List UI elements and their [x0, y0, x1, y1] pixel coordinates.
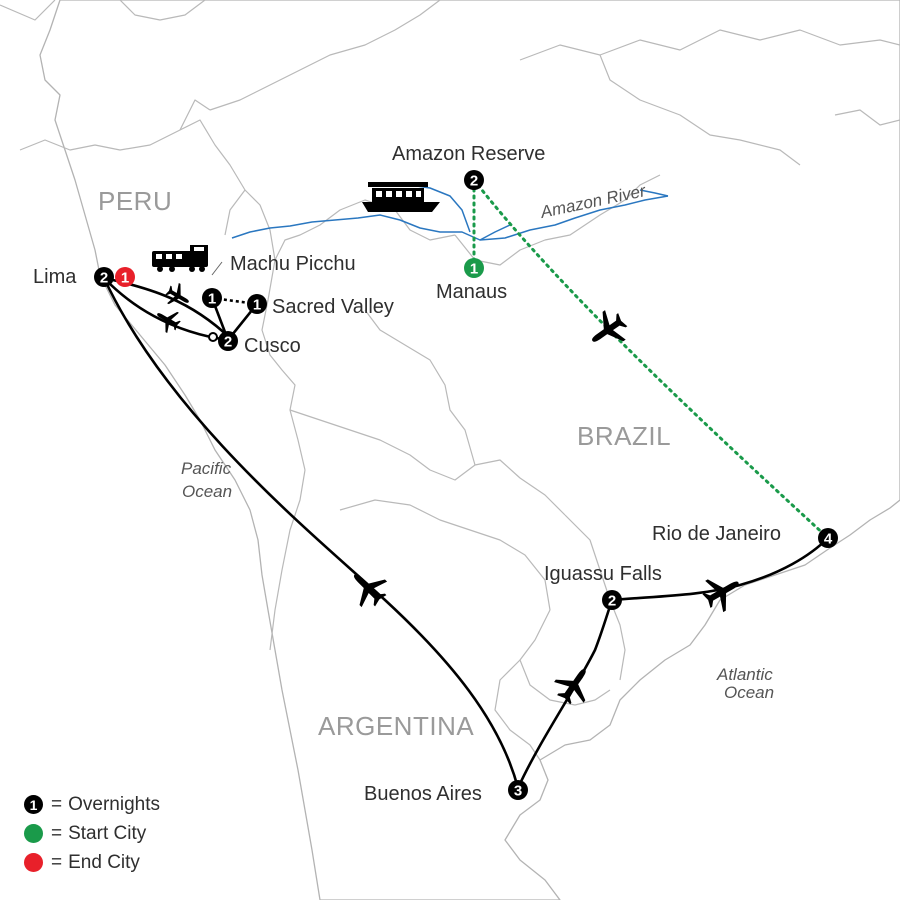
- badge-lima[interactable]: 2: [94, 267, 114, 287]
- city-label-lima: Lima: [33, 266, 77, 288]
- legend-row-end: = End City: [24, 848, 160, 877]
- legend-overnights-dot: 1: [24, 795, 43, 814]
- city-label-manaus: Manaus: [436, 281, 507, 303]
- city-label-sacred-valley: Sacred Valley: [272, 296, 394, 318]
- boat-icon: [362, 182, 440, 212]
- svg-text:1: 1: [253, 297, 261, 314]
- country-label-argentina: ARGENTINA: [318, 711, 474, 741]
- svg-text:3: 3: [514, 783, 522, 800]
- badge-lima-end[interactable]: 1: [115, 267, 135, 287]
- legend-equals: =: [51, 851, 63, 873]
- train-icon: [152, 245, 208, 272]
- legend-equals: =: [51, 793, 63, 815]
- leader-line: [211, 261, 223, 276]
- city-label-machu-picchu: Machu Picchu: [230, 253, 356, 275]
- svg-text:2: 2: [100, 270, 108, 287]
- svg-text:1: 1: [470, 261, 478, 278]
- legend-equals: =: [51, 822, 63, 844]
- city-label-iguassu-falls: Iguassu Falls: [544, 563, 662, 585]
- badge-manaus[interactable]: 1: [464, 258, 484, 278]
- svg-text:2: 2: [608, 593, 616, 610]
- legend-row-start: = Start City: [24, 819, 160, 848]
- country-label-peru: PERU: [98, 186, 172, 216]
- map-legend: 1 = Overnights = Start City = End City: [24, 790, 160, 877]
- badge-machu-picchu[interactable]: 1: [202, 288, 222, 308]
- svg-text:2: 2: [470, 173, 478, 190]
- route-iguassu-rio: [611, 537, 829, 602]
- country-label-brazil: BRAZIL: [577, 421, 671, 451]
- city-label-rio-de-janeiro: Rio de Janeiro: [652, 523, 781, 545]
- badge-sacred-valley[interactable]: 1: [247, 294, 267, 314]
- badge-iguassu-falls[interactable]: 2: [602, 590, 622, 610]
- badge-amazon-reserve[interactable]: 2: [464, 170, 484, 190]
- city-label-cusco: Cusco: [244, 335, 301, 357]
- route-amazon-reserve-rio: [472, 178, 830, 540]
- svg-text:2: 2: [224, 334, 232, 351]
- legend-end-label: End City: [68, 851, 140, 873]
- route-buenos-aires-iguassu: [516, 599, 614, 789]
- legend-start-dot: [24, 824, 43, 843]
- svg-text:1: 1: [208, 291, 216, 308]
- ocean-label-pacific-1: Pacific: [181, 459, 232, 478]
- legend-overnights-label: Overnights: [68, 793, 160, 815]
- legend-end-dot: [24, 853, 43, 872]
- svg-text:4: 4: [824, 531, 833, 548]
- city-label-amazon-reserve: Amazon Reserve: [392, 143, 545, 165]
- svg-text:1: 1: [121, 270, 129, 287]
- ocean-label-pacific-2: Ocean: [182, 482, 232, 501]
- ocean-label-atlantic-2: Ocean: [724, 683, 774, 702]
- badge-rio-de-janeiro[interactable]: 4: [818, 528, 838, 548]
- country-borders: [19, 99, 661, 761]
- badge-cusco[interactable]: 2: [208, 331, 238, 351]
- legend-row-overnights: 1 = Overnights: [24, 790, 160, 819]
- ocean-label-atlantic-1: Atlantic: [716, 665, 773, 684]
- badge-buenos-aires[interactable]: 3: [508, 780, 528, 800]
- city-label-buenos-aires: Buenos Aires: [364, 783, 482, 805]
- legend-start-label: Start City: [68, 822, 147, 844]
